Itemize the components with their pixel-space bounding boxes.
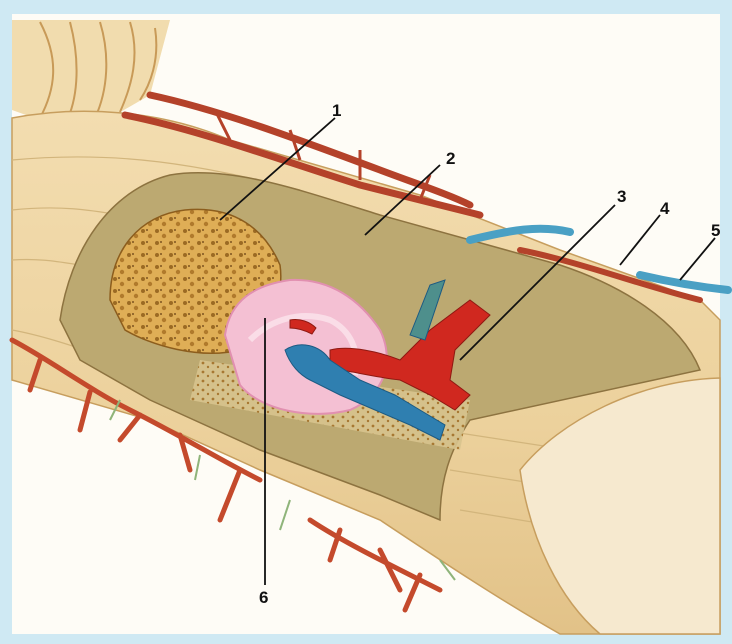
label-4: 4	[660, 199, 670, 218]
label-2: 2	[446, 149, 455, 168]
label-6: 6	[259, 588, 268, 607]
label-5: 5	[711, 221, 720, 240]
label-1: 1	[332, 101, 341, 120]
label-3: 3	[617, 187, 626, 206]
